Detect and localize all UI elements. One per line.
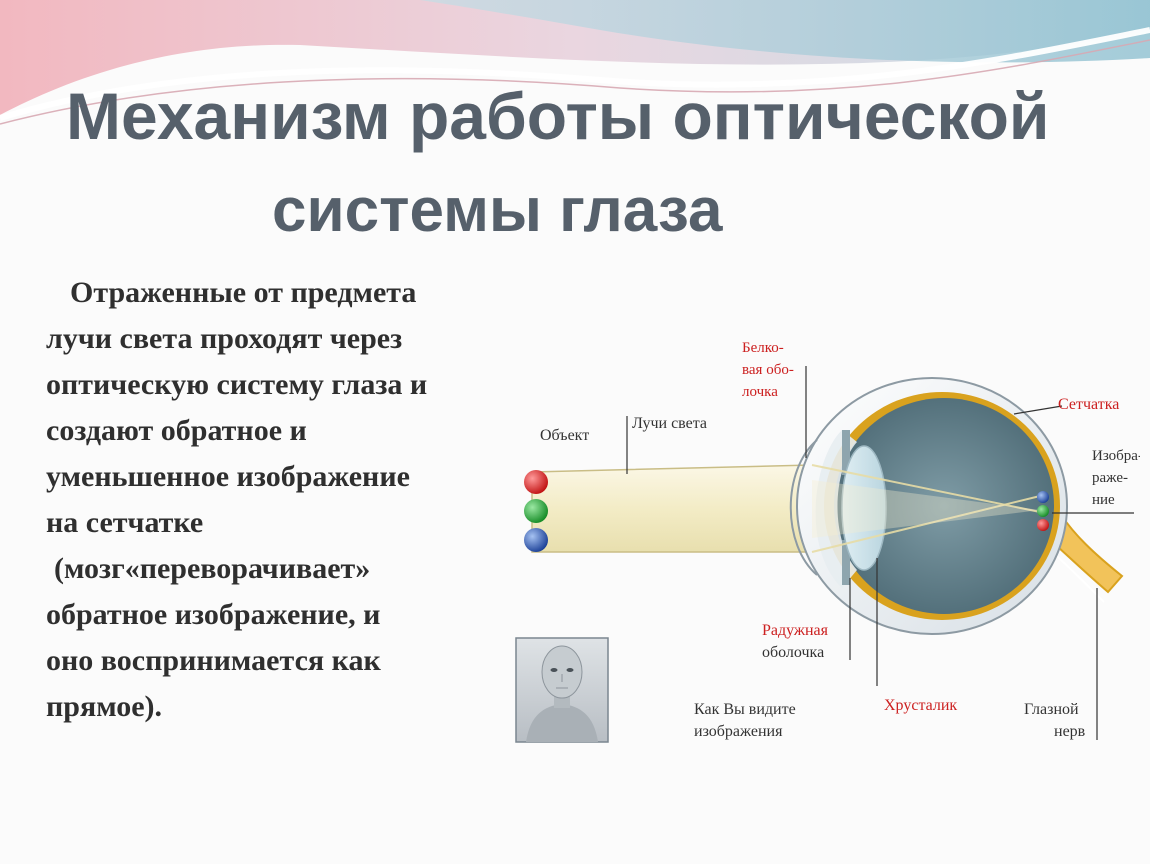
iris-shape [842,430,850,585]
text-line: оптическую систему глаза и [46,368,428,401]
label-sclera-1: Белко- [742,340,784,356]
object-ball-red [524,470,548,494]
light-beam [531,464,813,553]
label-object: Объект [540,427,589,444]
label-image-1: Изобра- [1092,448,1140,464]
label-how-you-see-1: Как Вы видите [694,701,796,718]
converging-rays [811,464,1041,553]
label-image-2: раже- [1092,470,1128,486]
text-line: прямое). [46,690,163,723]
viewer-portrait [515,637,609,743]
leader-lines [626,366,1134,740]
text-line: обратное изображение, и [46,598,381,631]
label-how-you-see-2: изображения [694,723,783,740]
label-optic-nerve-2: нерв [1054,723,1086,740]
text-line: Отраженные от предмета [70,276,417,309]
text-line: создают обратное и [46,414,307,447]
retina-image-balls [1037,491,1049,531]
label-light-rays: Лучи света [632,415,707,432]
image-ball-green [1037,505,1049,517]
object-balls [524,470,548,552]
slide-title-line-2: системы глаза [272,176,723,245]
text-line: уменьшенное изображение [46,460,410,493]
object-ball-blue [524,528,548,552]
text-line: (мозг«переворачивает» [54,552,371,585]
label-image-3: ние [1092,492,1115,508]
slide-title-line-1: Механизм работы оптической [66,79,1050,153]
explanation-text: Отраженные от предмета лучи света проход… [46,270,536,730]
text-line: оно воспринимается как [46,644,381,677]
object-ball-green [524,499,548,523]
image-ball-blue [1037,491,1049,503]
text-line: лучи света проходят через [46,322,403,355]
text-line: на сетчатке [46,506,204,539]
eye-optics-diagram: Объект Лучи света Белко- вая обо- лочка … [515,340,1140,743]
decorative-banner [0,0,1150,125]
label-lens: Хрусталик [884,697,957,714]
label-iris-1: Радужная [762,622,829,639]
label-iris-2: оболочка [762,644,824,661]
label-retina: Сетчатка [1058,396,1119,413]
label-sclera-2: вая обо- [742,362,794,378]
label-optic-nerve-1: Глазной [1024,701,1079,718]
image-ball-red [1037,519,1049,531]
label-sclera-3: лочка [742,384,778,400]
